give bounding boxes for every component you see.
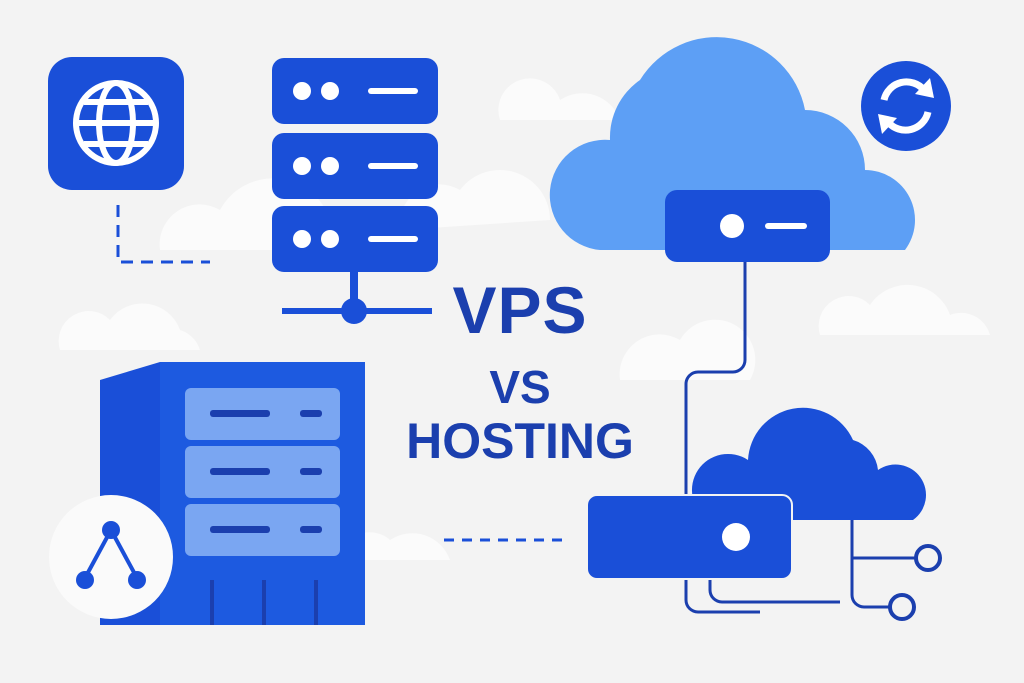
sync-icon <box>861 61 951 151</box>
server-stack-icon <box>272 58 438 324</box>
node-circle <box>914 544 942 572</box>
connector-lines <box>684 262 922 614</box>
globe-icon <box>48 57 184 190</box>
node-circle <box>888 593 916 621</box>
title-vps: VPS <box>452 273 588 347</box>
network-icon <box>49 495 173 619</box>
server-tower-icon <box>100 362 365 625</box>
title-vs: VS <box>489 361 551 413</box>
title-hosting: HOSTING <box>406 413 634 469</box>
cloud-server-icon <box>586 407 926 580</box>
cloud-icon <box>549 37 915 262</box>
